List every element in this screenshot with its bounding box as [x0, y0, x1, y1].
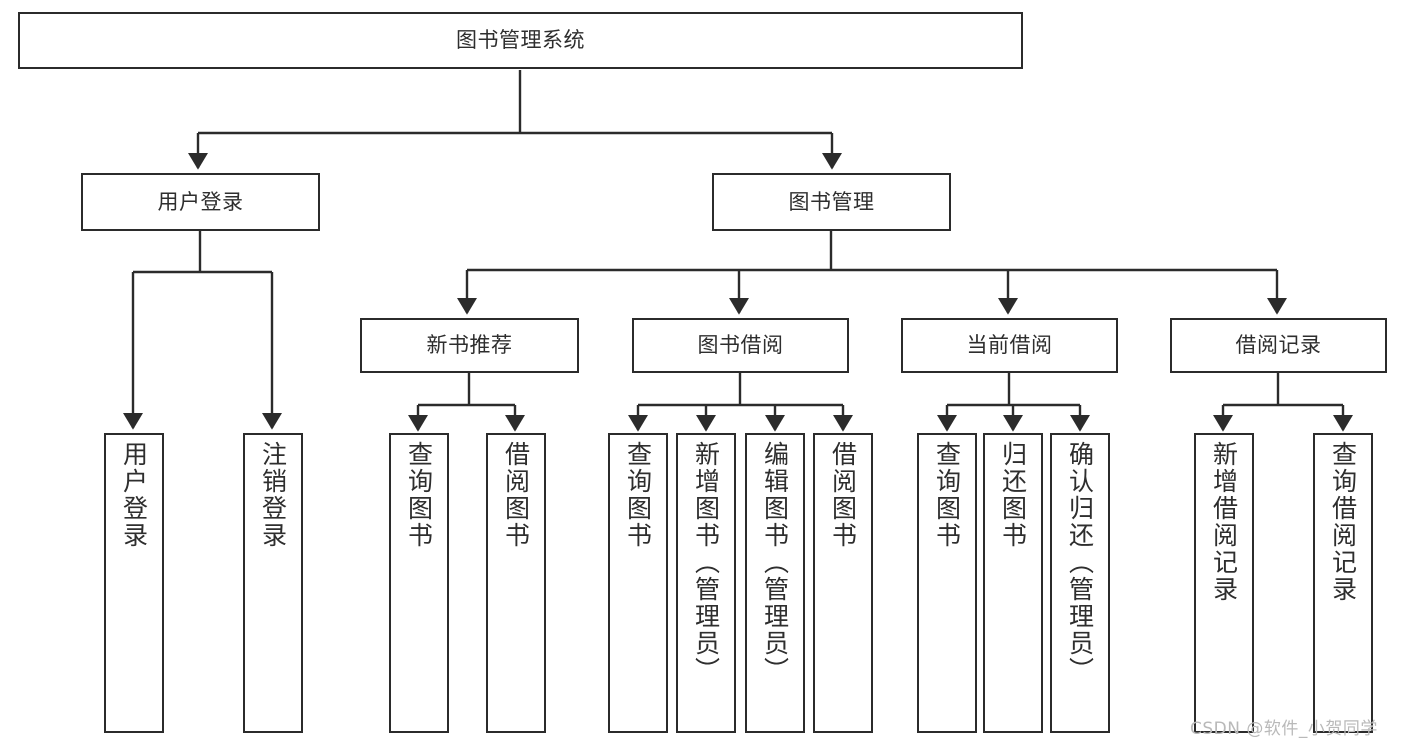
node-leaf-query-record[interactable]: 查询借阅记录	[1313, 433, 1373, 733]
node-new-book-rec-label: 新书推荐	[426, 333, 513, 358]
node-leaf-return-book[interactable]: 归还图书	[983, 433, 1043, 733]
node-leaf-user-login[interactable]: 用户登录	[104, 433, 164, 733]
node-book-borrow[interactable]: 图书借阅	[632, 318, 849, 373]
node-leaf-borrow-book-2[interactable]: 借阅图书	[813, 433, 873, 733]
node-leaf-user-login-label: 用户登录	[119, 441, 149, 549]
node-leaf-confirm-return-label: 确认归还（管理员）	[1065, 441, 1095, 684]
node-current-borrow-label: 当前借阅	[966, 333, 1053, 358]
node-borrow-record[interactable]: 借阅记录	[1170, 318, 1387, 373]
node-leaf-borrow-book-2-label: 借阅图书	[828, 441, 858, 549]
node-leaf-user-logout[interactable]: 注销登录	[243, 433, 303, 733]
node-book-manage[interactable]: 图书管理	[712, 173, 951, 231]
node-leaf-query-book-2-label: 查询图书	[623, 441, 653, 549]
node-leaf-edit-book-label: 编辑图书（管理员）	[760, 441, 790, 684]
node-leaf-edit-book[interactable]: 编辑图书（管理员）	[745, 433, 805, 733]
node-leaf-query-book-1[interactable]: 查询图书	[389, 433, 449, 733]
node-leaf-borrow-book-1[interactable]: 借阅图书	[486, 433, 546, 733]
node-new-book-rec[interactable]: 新书推荐	[360, 318, 579, 373]
node-book-borrow-label: 图书借阅	[697, 333, 784, 358]
node-leaf-user-logout-label: 注销登录	[258, 441, 288, 549]
node-leaf-add-record[interactable]: 新增借阅记录	[1194, 433, 1254, 733]
node-leaf-confirm-return[interactable]: 确认归还（管理员）	[1050, 433, 1110, 733]
node-leaf-return-book-label: 归还图书	[998, 441, 1028, 549]
node-leaf-query-book-1-label: 查询图书	[404, 441, 434, 549]
node-user-login[interactable]: 用户登录	[81, 173, 320, 231]
node-leaf-add-book-label: 新增图书（管理员）	[691, 441, 721, 684]
node-leaf-query-book-3[interactable]: 查询图书	[917, 433, 977, 733]
node-user-login-label: 用户登录	[157, 189, 244, 214]
node-borrow-record-label: 借阅记录	[1235, 333, 1322, 358]
node-root-label: 图书管理系统	[456, 28, 585, 53]
node-root[interactable]: 图书管理系统	[18, 12, 1023, 69]
csdn-watermark: CSDN @软件_小贺同学	[1190, 719, 1378, 739]
node-leaf-add-record-label: 新增借阅记录	[1209, 441, 1239, 603]
node-leaf-query-record-label: 查询借阅记录	[1328, 441, 1358, 603]
node-leaf-query-book-3-label: 查询图书	[932, 441, 962, 549]
node-current-borrow[interactable]: 当前借阅	[901, 318, 1118, 373]
node-leaf-borrow-book-1-label: 借阅图书	[501, 441, 531, 549]
node-leaf-query-book-2[interactable]: 查询图书	[608, 433, 668, 733]
node-leaf-add-book[interactable]: 新增图书（管理员）	[676, 433, 736, 733]
node-book-manage-label: 图书管理	[788, 189, 875, 214]
